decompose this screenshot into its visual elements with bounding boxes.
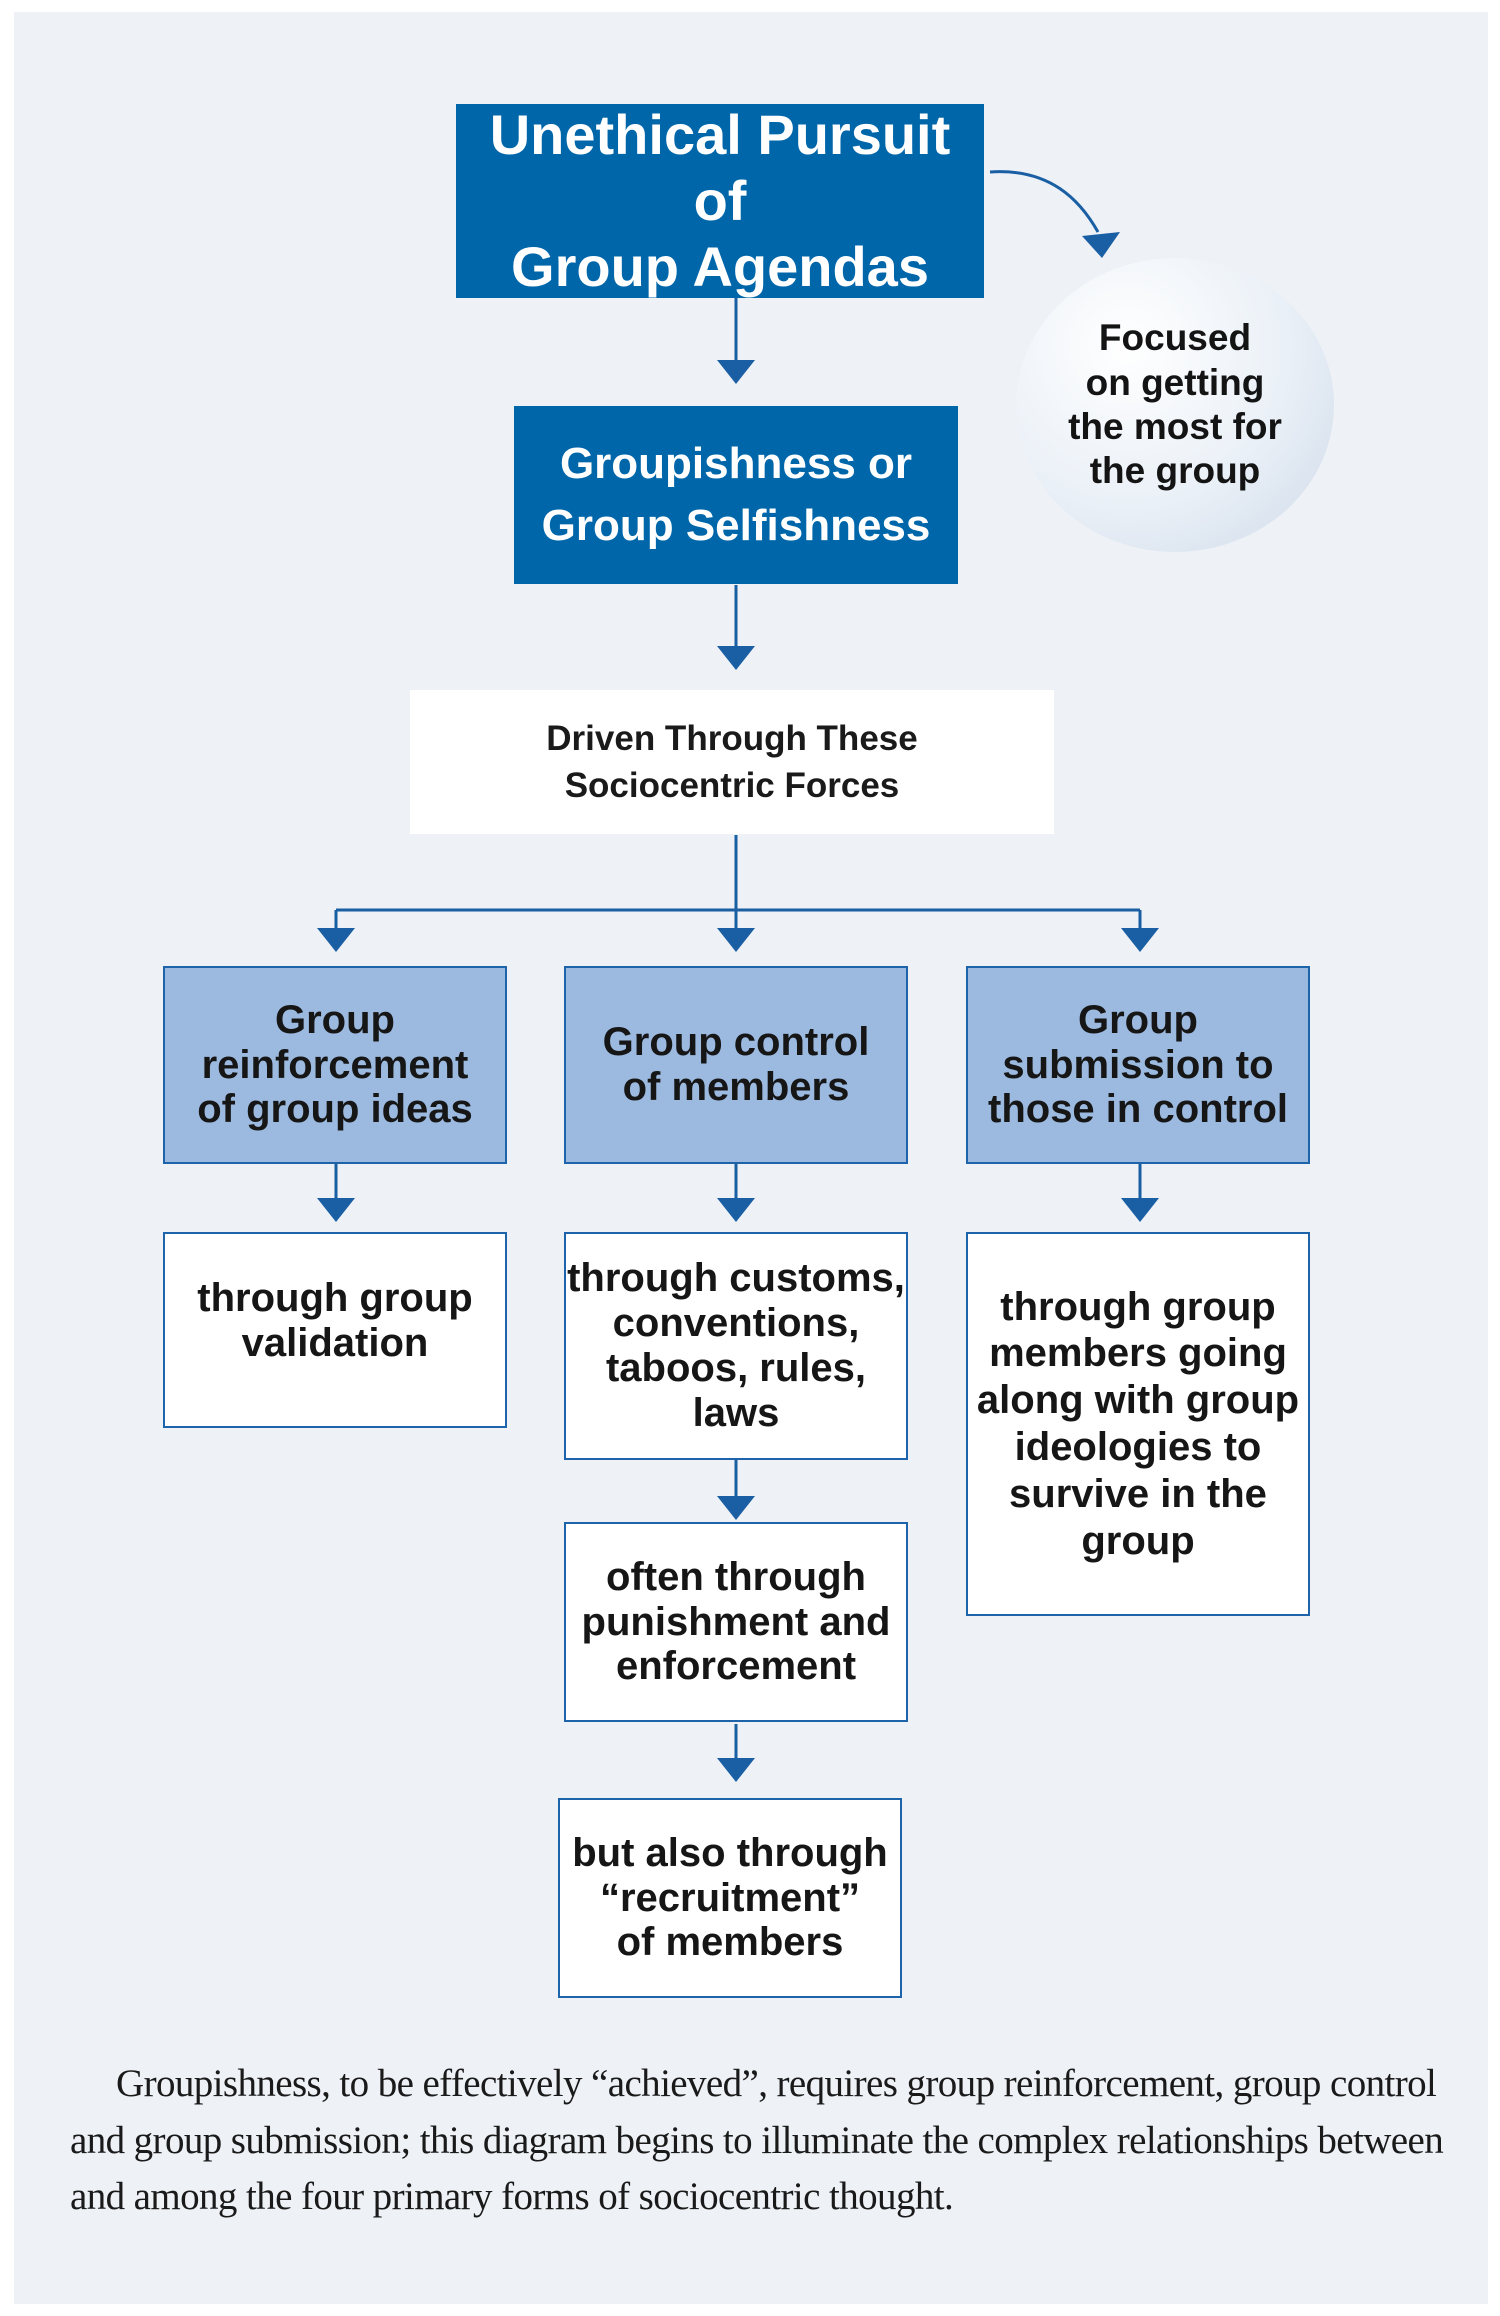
node-through-validation: through group validation [163,1232,507,1428]
node-through-customs: through customs, conventions, taboos, ru… [564,1232,908,1460]
arrowhead [717,1758,755,1782]
node-focused-circle: Focused on getting the most for the grou… [1016,258,1334,552]
node-through-going-along: through group members going along with g… [966,1232,1310,1616]
arrowhead [317,928,355,952]
arrowhead [717,1496,755,1520]
node-recruitment: but also through “recruitment” of member… [558,1798,902,1998]
node-punishment: often through punishment and enforcement [564,1522,908,1722]
arrowhead [317,1198,355,1222]
node-group-reinforcement: Group reinforcement of group ideas [163,966,507,1164]
node-unethical-pursuit: Unethical Pursuit of Group Agendas [456,103,984,298]
arrowhead [717,646,755,670]
arrow-top-to-focused [989,170,1100,233]
node-driven-through: Driven Through These Sociocentric Forces [410,690,1054,834]
caption: Groupishness, to be effectively “achieve… [70,2062,1444,2219]
arrowhead [1121,1198,1159,1222]
arrowhead [717,1198,755,1222]
node-groupishness: Groupishness or Group Selfishness [514,406,958,584]
node-group-submission: Group submission to those in control [966,966,1310,1164]
arrowhead [1082,232,1120,258]
arrowhead [717,360,755,384]
arrowhead [717,928,755,952]
node-group-control: Group control of members [564,966,908,1164]
arrowhead [1121,928,1159,952]
